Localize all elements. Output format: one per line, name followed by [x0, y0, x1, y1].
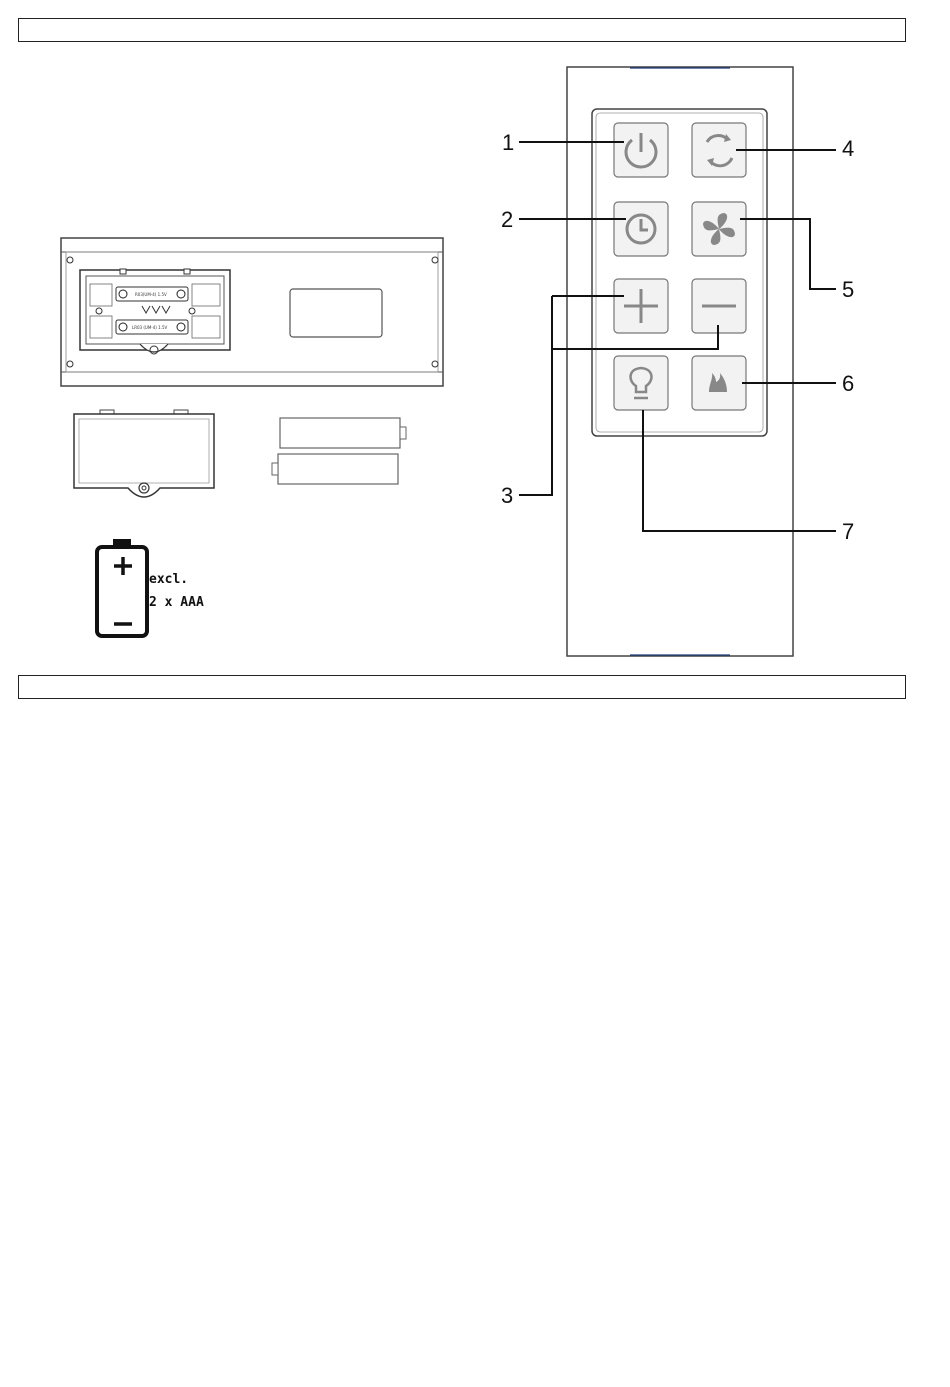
plus-button[interactable] [614, 279, 668, 333]
light-button[interactable] [614, 356, 668, 410]
callout-5: 5 [842, 277, 854, 302]
display-window [290, 289, 382, 337]
power-button[interactable] [614, 123, 668, 177]
flame-button[interactable] [692, 356, 746, 410]
callout-7: 7 [842, 519, 854, 544]
callout-2: 2 [501, 207, 513, 232]
aaa-battery [272, 454, 398, 484]
battery-label-bottom: LR03 (UM-4) 1.5V [132, 325, 167, 330]
timer-button[interactable] [614, 202, 668, 256]
battery-note-line2: 2 x AAA [149, 595, 204, 610]
remote-control [567, 67, 793, 656]
battery-cover [74, 410, 214, 497]
callout-6: 6 [842, 371, 854, 396]
battery-icon [97, 539, 147, 636]
callout-1: 1 [502, 130, 514, 155]
aaa-battery [280, 418, 406, 448]
battery-label-top: R03(UM-4) 1.5V [135, 292, 167, 297]
minus-button[interactable] [692, 279, 746, 333]
device-base-plate: R03(UM-4) 1.5V LR03 (UM-4) 1.5V [61, 238, 443, 386]
battery-note-line1: excl. [149, 572, 188, 587]
fan-button[interactable] [692, 202, 746, 256]
battery-compartment: R03(UM-4) 1.5V LR03 (UM-4) 1.5V [80, 269, 230, 354]
callout-3: 3 [501, 483, 513, 508]
callout-4: 4 [842, 136, 854, 161]
